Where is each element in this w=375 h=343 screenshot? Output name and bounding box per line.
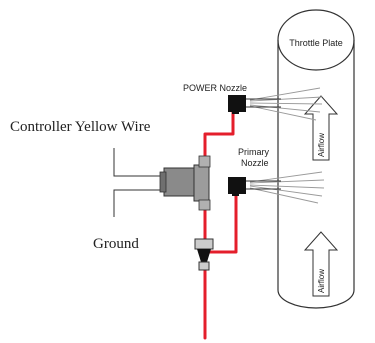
throttle-body-bottom bbox=[277, 289, 355, 309]
airflow-lower-label: Airflow bbox=[317, 269, 326, 293]
airflow-arrow-lower-icon: Airflow bbox=[303, 231, 339, 297]
airflow-upper-label: Airflow bbox=[317, 133, 326, 157]
controller-wires bbox=[113, 148, 164, 217]
primary-nozzle-spray bbox=[249, 171, 325, 204]
ground-wire bbox=[113, 189, 164, 217]
nozzle-tubes bbox=[244, 98, 281, 190]
solenoid-icon bbox=[159, 155, 211, 211]
controller-wire-label: Controller Yellow Wire bbox=[10, 119, 151, 135]
power-nozzle-icon bbox=[228, 95, 246, 114]
fuel-lines bbox=[203, 108, 238, 340]
fuel-line-to-primary-nozzle bbox=[208, 188, 238, 254]
primary-nozzle-label-line2: Nozzle bbox=[241, 158, 269, 168]
fuel-line-to-power-nozzle bbox=[203, 108, 235, 152]
primary-nozzle-icon bbox=[228, 177, 246, 196]
airflow-arrow-upper-icon: Airflow bbox=[303, 95, 339, 161]
power-nozzle-spray bbox=[249, 87, 323, 121]
primary-nozzle-label-line1: Primary bbox=[238, 147, 269, 157]
throttle-plate-label: Throttle Plate bbox=[289, 38, 343, 48]
tee-fitting-icon bbox=[194, 238, 214, 271]
power-nozzle-label: POWER Nozzle bbox=[183, 83, 247, 93]
ground-label: Ground bbox=[93, 236, 139, 252]
controller-yellow-wire bbox=[113, 148, 164, 177]
throttle-body bbox=[277, 9, 355, 309]
